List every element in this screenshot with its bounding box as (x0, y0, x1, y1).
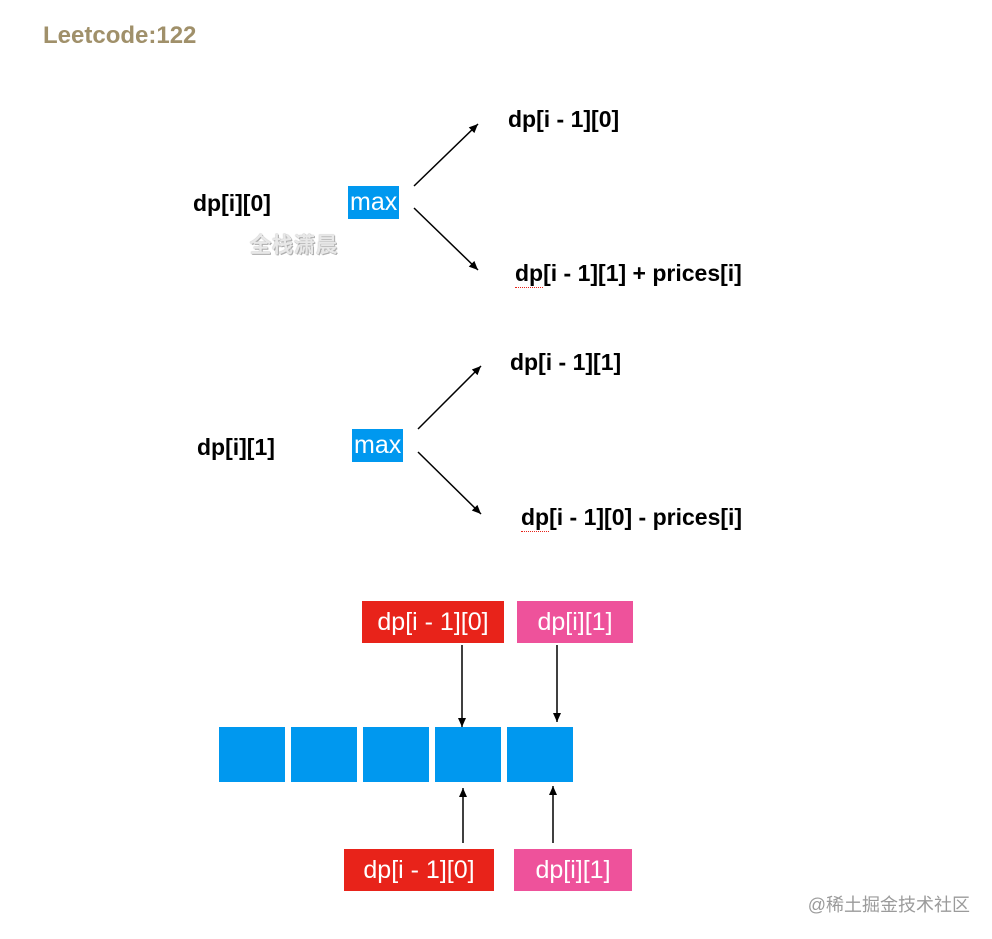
state0-choice-b-rest: [i - 1][1] + prices[i] (543, 260, 742, 286)
state1-choice-b-rest: [i - 1][0] - prices[i] (549, 504, 743, 530)
state1-choice-b-prefix: dp (521, 504, 550, 532)
arrow-state1-to-b (417, 451, 482, 515)
bottom-red-label: dp[i - 1][0] (344, 849, 494, 891)
arrow-state0-to-b (413, 207, 479, 271)
state1-label: dp[i][1] (197, 434, 275, 460)
state1-choice-b: dp[i - 1][0] - prices[i] (521, 504, 742, 532)
top-pink-label: dp[i][1] (517, 601, 633, 643)
state0-max-box: max (348, 186, 400, 219)
state1-max-box: max (352, 429, 404, 462)
page-title: Leetcode:122 (43, 22, 197, 49)
array-cell-4 (507, 727, 573, 782)
array-cell-0 (219, 727, 285, 782)
state0-choice-b-prefix: dp (515, 260, 544, 288)
watermark-corner: @稀土掘金技术社区 (807, 895, 970, 915)
state0-choice-b: dp[i - 1][1] + prices[i] (515, 260, 742, 288)
bottom-pink-label: dp[i][1] (514, 849, 632, 891)
watermark-center: 全栈潇晨 (250, 234, 338, 257)
state0-label: dp[i][0] (193, 190, 271, 216)
array-cell-3 (435, 727, 501, 782)
array-cell-2 (363, 727, 429, 782)
top-red-label: dp[i - 1][0] (362, 601, 504, 643)
state1-choice-a: dp[i - 1][1] (510, 349, 622, 375)
arrow-state1-to-a (417, 365, 482, 430)
state0-choice-a: dp[i - 1][0] (508, 106, 620, 132)
arrow-state0-to-a (413, 123, 479, 187)
array-cell-1 (291, 727, 357, 782)
